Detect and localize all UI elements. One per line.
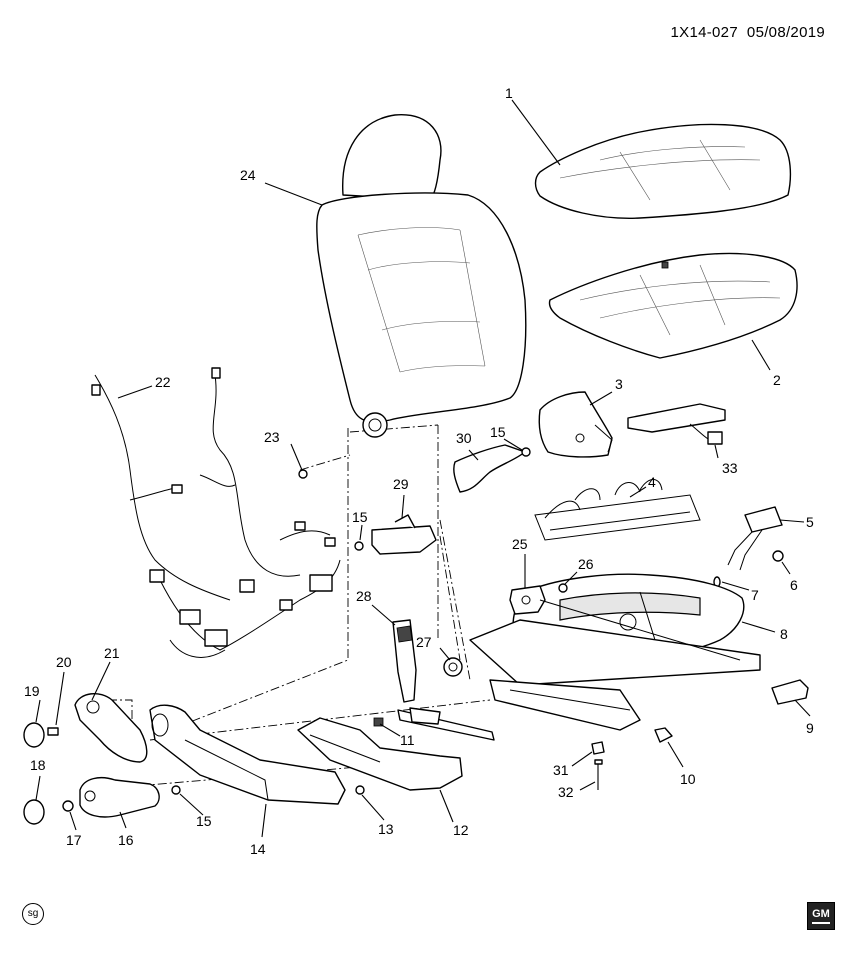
part-18-cap bbox=[23, 799, 45, 825]
gm-logo-bar bbox=[812, 922, 830, 924]
callout-23: 23 bbox=[264, 429, 280, 445]
diagram-date: 05/08/2019 bbox=[746, 24, 825, 41]
part-4-suspension-mat bbox=[534, 479, 701, 541]
part-5-belt-buckle bbox=[727, 506, 783, 571]
part-2-seat-cushion-pad bbox=[548, 252, 798, 359]
callout-16: 16 bbox=[118, 832, 134, 848]
part-15-screw-upper bbox=[521, 447, 531, 457]
callout-6: 6 bbox=[790, 577, 798, 593]
part-16-cover bbox=[79, 777, 160, 818]
part-26-clip bbox=[558, 583, 568, 593]
part-31-clip bbox=[591, 741, 605, 755]
part-24-seatback-cushion bbox=[316, 114, 527, 438]
callout-21: 21 bbox=[104, 645, 120, 661]
callout-12: 12 bbox=[453, 822, 469, 838]
callout-18: 18 bbox=[30, 757, 46, 773]
part-27-recliner-mechanism bbox=[443, 657, 463, 677]
leader-lines bbox=[35, 99, 811, 838]
callout-1: 1 bbox=[505, 85, 513, 101]
callout-11: 11 bbox=[400, 732, 415, 748]
seat-track-assembly bbox=[469, 599, 761, 731]
part-19-cap bbox=[23, 722, 45, 748]
callout-9: 9 bbox=[806, 720, 814, 736]
callout-10: 10 bbox=[680, 771, 696, 787]
part-23-screw bbox=[298, 469, 308, 479]
part-17-screw bbox=[62, 800, 74, 812]
callout-2: 2 bbox=[773, 372, 781, 388]
part-14-outboard-trim bbox=[149, 704, 346, 805]
sg-badge: sg bbox=[22, 903, 44, 925]
diagram-code: 1X14-027 bbox=[670, 24, 738, 41]
gm-logo: GM bbox=[807, 902, 835, 930]
callout-28: 28 bbox=[356, 588, 372, 604]
callout-3: 3 bbox=[615, 376, 623, 392]
part-10-clip bbox=[654, 727, 673, 743]
gm-logo-label: GM bbox=[812, 908, 830, 920]
part-33-module bbox=[627, 403, 726, 445]
callout-14: 14 bbox=[250, 841, 266, 857]
callout-24: 24 bbox=[240, 167, 256, 183]
part-15-screw-middle bbox=[354, 541, 364, 551]
callout-4: 4 bbox=[648, 474, 656, 490]
callout-26: 26 bbox=[578, 556, 594, 572]
part-9-handle bbox=[771, 679, 809, 705]
part-21-recliner-cover bbox=[74, 693, 148, 763]
part-3-side-shield bbox=[538, 391, 613, 458]
part-22-wiring-harness bbox=[91, 367, 341, 658]
part-11-adjuster-rod bbox=[373, 707, 495, 741]
part-30-bracket bbox=[453, 444, 526, 493]
fasteners bbox=[23, 447, 531, 825]
callout-20: 20 bbox=[56, 654, 72, 670]
callout-27: 27 bbox=[416, 634, 432, 650]
part-25-motor bbox=[509, 585, 546, 615]
callout-13: 13 bbox=[378, 821, 394, 837]
callout-15-middle: 15 bbox=[352, 509, 368, 525]
part-32-bolt bbox=[594, 759, 603, 790]
callout-15-lower: 15 bbox=[196, 813, 212, 829]
callout-15-upper: 15 bbox=[490, 424, 506, 440]
part-20-screw bbox=[47, 727, 59, 736]
part-6-nut bbox=[772, 550, 784, 562]
callout-25: 25 bbox=[512, 536, 528, 552]
callout-5: 5 bbox=[806, 514, 814, 530]
sg-badge-label: sg bbox=[27, 908, 39, 919]
callout-8: 8 bbox=[780, 626, 788, 642]
callout-labels: 1 2 3 4 5 6 7 8 9 10 11 12 13 14 15 15 1… bbox=[24, 85, 814, 857]
callout-33: 33 bbox=[722, 460, 738, 476]
part-28-lever bbox=[392, 619, 417, 703]
callout-7: 7 bbox=[751, 587, 759, 603]
callout-30: 30 bbox=[456, 430, 472, 446]
callout-31: 31 bbox=[553, 762, 569, 778]
callout-32: 32 bbox=[558, 784, 574, 800]
callout-17: 17 bbox=[66, 832, 82, 848]
part-15-screw-lower bbox=[171, 785, 181, 795]
callout-19: 19 bbox=[24, 683, 40, 699]
callout-29: 29 bbox=[393, 476, 409, 492]
part-13-screw bbox=[355, 785, 365, 795]
diagram-header: 1X14-027 05/08/2019 bbox=[671, 24, 825, 41]
part-29-recliner-bracket bbox=[371, 514, 437, 555]
part-1-seat-cushion-cover bbox=[534, 123, 792, 219]
callout-22: 22 bbox=[155, 374, 171, 390]
part-12-inboard-trim bbox=[297, 717, 463, 791]
